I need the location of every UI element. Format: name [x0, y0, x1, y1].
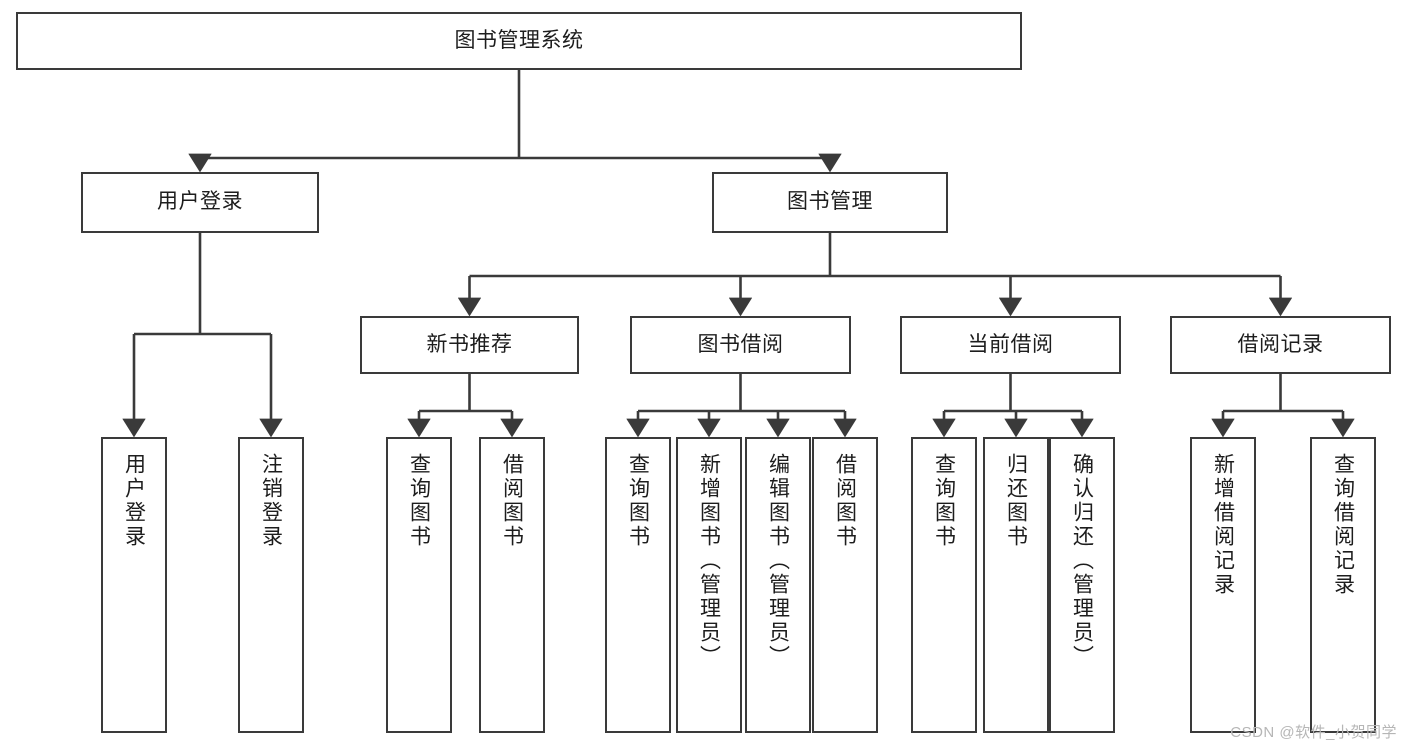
node-book-borrow[interactable]: 图书借阅 [630, 316, 851, 374]
node-root[interactable]: 图书管理系统 [16, 12, 1022, 70]
node-current-borrow[interactable]: 当前借阅 [900, 316, 1121, 374]
node-leaf-user-login[interactable]: 用户登录 [101, 437, 167, 733]
node-label-user-login: 用户登录 [157, 190, 243, 214]
node-label-leaf-edit-book: 编辑图书（管理员） [766, 453, 790, 669]
node-label-leaf-query-book-3: 查询图书 [932, 453, 956, 549]
node-leaf-query-book-2[interactable]: 查询图书 [605, 437, 671, 733]
node-label-leaf-user-login: 用户登录 [122, 453, 146, 549]
node-leaf-add-book[interactable]: 新增图书（管理员） [676, 437, 742, 733]
node-label-leaf-add-book: 新增图书（管理员） [697, 453, 721, 669]
node-label-leaf-query-record: 查询借阅记录 [1331, 453, 1355, 597]
node-label-leaf-user-logout: 注销登录 [259, 453, 283, 549]
node-user-login[interactable]: 用户登录 [81, 172, 319, 233]
node-leaf-borrow-book-1[interactable]: 借阅图书 [479, 437, 545, 733]
node-leaf-user-logout[interactable]: 注销登录 [238, 437, 304, 733]
node-label-leaf-confirm-return: 确认归还（管理员） [1070, 453, 1094, 669]
node-label-leaf-add-record: 新增借阅记录 [1211, 453, 1235, 597]
watermark-label: CSDN @软件_小贺同学 [1230, 724, 1397, 741]
node-label-root: 图书管理系统 [454, 28, 584, 52]
node-leaf-edit-book[interactable]: 编辑图书（管理员） [745, 437, 811, 733]
edge-group [122, 70, 1355, 438]
node-label-leaf-borrow-book-2: 借阅图书 [833, 453, 857, 549]
node-leaf-query-book-1[interactable]: 查询图书 [386, 437, 452, 733]
node-new-book-rec[interactable]: 新书推荐 [360, 316, 579, 374]
node-leaf-borrow-book-2[interactable]: 借阅图书 [812, 437, 878, 733]
node-label-new-book-rec: 新书推荐 [426, 332, 513, 356]
node-label-book-manage: 图书管理 [787, 190, 873, 214]
node-book-manage[interactable]: 图书管理 [712, 172, 948, 233]
node-label-borrow-record: 借阅记录 [1237, 332, 1324, 356]
node-label-leaf-query-book-2: 查询图书 [626, 453, 650, 549]
node-leaf-confirm-return[interactable]: 确认归还（管理员） [1049, 437, 1115, 733]
node-label-book-borrow: 图书借阅 [697, 332, 784, 356]
node-label-leaf-query-book-1: 查询图书 [407, 453, 431, 549]
node-label-leaf-return-book: 归还图书 [1004, 453, 1028, 549]
node-leaf-query-record[interactable]: 查询借阅记录 [1310, 437, 1376, 733]
node-leaf-add-record[interactable]: 新增借阅记录 [1190, 437, 1256, 733]
node-label-current-borrow: 当前借阅 [967, 332, 1054, 356]
node-leaf-return-book[interactable]: 归还图书 [983, 437, 1049, 733]
node-label-leaf-borrow-book-1: 借阅图书 [500, 453, 524, 549]
node-borrow-record[interactable]: 借阅记录 [1170, 316, 1391, 374]
node-leaf-query-book-3[interactable]: 查询图书 [911, 437, 977, 733]
